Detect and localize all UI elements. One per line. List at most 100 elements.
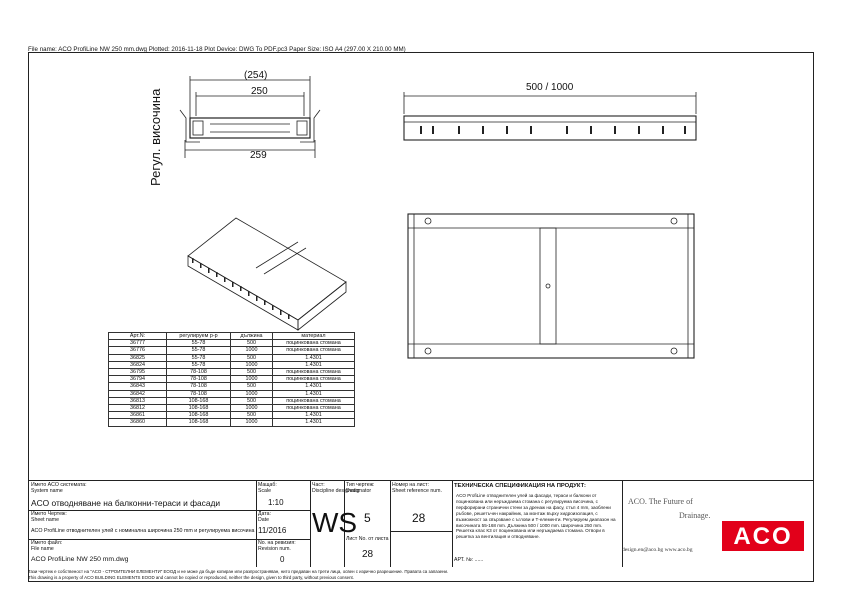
dimension-259: 259: [250, 150, 267, 161]
company-tagline-2: Drainage.: [679, 511, 711, 520]
column-header: дължина: [230, 331, 273, 341]
table-cell: 78-108: [166, 382, 231, 391]
aco-logo: ACO: [722, 521, 804, 551]
article-number-label: АРТ. №: ......: [454, 557, 484, 563]
column-header: регулируем р-р: [166, 331, 231, 341]
table-cell: 36795: [108, 368, 167, 377]
dimension-254: (254): [244, 70, 268, 81]
dimension-length: 500 / 1000: [526, 82, 574, 93]
revision-value: 0: [280, 555, 285, 564]
footer-bulgarian: Тази чертеж е собственост на "ACO - СТРО…: [28, 569, 449, 574]
table-cell: 55-78: [166, 339, 231, 348]
table-cell: 36843: [108, 382, 167, 391]
table-cell: 78-108: [166, 368, 231, 377]
sheet-ref-value: 28: [412, 511, 426, 525]
date-label: Дата: Date: [258, 511, 271, 523]
table-cell: 1.4301: [272, 418, 355, 427]
plan-view: [407, 213, 695, 359]
article-table: Арт.N: регулируем р-р дължина материал 3…: [108, 331, 355, 427]
title-block: Името ACO системата: System name ACO отв…: [28, 480, 814, 567]
table-header-row: Арт.N: регулируем р-р дължина материал: [108, 331, 355, 341]
table-cell: 36813: [108, 396, 167, 406]
sheet-name: ACO ProfiLine отводнителен улей с номина…: [31, 528, 255, 534]
dimension-250: 250: [251, 86, 268, 97]
table-cell: поцинкована стомана: [272, 375, 355, 384]
table-cell: 55-78: [166, 353, 231, 362]
table-cell: 1.4301: [272, 353, 355, 362]
table-cell: 108-168: [166, 418, 231, 427]
table-cell: 36812: [108, 404, 167, 413]
table-cell: поцинкована стомана: [272, 368, 355, 377]
table-cell: 500: [230, 353, 273, 362]
company-contacts: design.en@aco.bg www.aco.bg: [622, 547, 693, 553]
adjustable-height-label: Регул. височина: [148, 88, 163, 186]
system-name-label: Името ACO системата: System name: [31, 482, 87, 494]
system-name: ACO отводняване на балконни-тераси и фас…: [31, 498, 221, 508]
table-cell: 1000: [230, 375, 273, 384]
table-cell: 36860: [108, 418, 167, 427]
table-cell: 55-78: [166, 346, 231, 355]
table-cell: 1000: [230, 346, 273, 355]
revision-label: No. на ревизия: Revision num.: [258, 540, 296, 552]
table-cell: 108-168: [166, 396, 231, 406]
table-cell: 78-108: [166, 389, 231, 398]
table-cell: 1000: [230, 404, 273, 413]
table-cell: 500: [230, 339, 273, 348]
table-cell: 1.4301: [272, 360, 355, 370]
sheet-count-value: 28: [362, 549, 374, 560]
table-cell: 36776: [108, 346, 167, 355]
table-cell: 36861: [108, 411, 167, 420]
table-cell: 500: [230, 382, 273, 391]
table-cell: 500: [230, 368, 273, 377]
table-cell: 36842: [108, 389, 167, 398]
discipline-label: Част: Discipline designator: [312, 482, 360, 494]
sheet-count-label: Лист No. от листа: [346, 536, 389, 542]
table-cell: поцинкована стомана: [272, 339, 355, 348]
spec-text: ACO ProfiLine отводнителен улей за фасад…: [456, 493, 616, 540]
column-header: Арт.N:: [108, 331, 167, 341]
scale-value: 1:10: [268, 498, 284, 507]
footer-english: This drawing is a property of ACO BUILDI…: [28, 575, 354, 580]
table-cell: 36794: [108, 375, 167, 384]
table-cell: поцинкована стомана: [272, 396, 355, 406]
isometric-perforations: [192, 258, 290, 319]
table-cell: 36825: [108, 353, 167, 362]
table-cell: 1000: [230, 418, 273, 427]
table-cell: 500: [230, 396, 273, 406]
date-value: 11/2016: [258, 526, 287, 535]
table-cell: поцинкована стомана: [272, 346, 355, 355]
cross-section-view: [179, 76, 321, 158]
spec-title: ТЕХНИЧЕСКА СПЕЦИФИКАЦИЯ НА ПРОДУКТ:: [454, 483, 586, 489]
table-cell: 1.4301: [272, 411, 355, 420]
discipline-value: WS: [312, 507, 358, 538]
side-view: [403, 92, 697, 141]
side-view-slots: [420, 126, 686, 134]
table-cell: 78-108: [166, 375, 231, 384]
designator-label: Тип чертеж: Designator: [346, 482, 375, 494]
file-name-label: Името файл: File name: [31, 540, 63, 552]
column-header: материал: [272, 331, 355, 341]
table-cell: поцинкована стомана: [272, 404, 355, 413]
sheet-ref-label: Номер на лист: Sheet reference num.: [392, 482, 442, 494]
table-cell: 108-168: [166, 411, 231, 420]
table-cell: 55-78: [166, 360, 231, 370]
table-cell: 108-168: [166, 404, 231, 413]
file-name: ACO ProfiLine NW 250 mm.dwg: [31, 556, 129, 563]
scale-label: Мащаб: Scale: [258, 482, 277, 494]
plot-header: File name: ACO ProfiLine NW 250 mm.dwg P…: [28, 46, 406, 53]
table-cell: 500: [230, 411, 273, 420]
table-cell: 1.4301: [272, 389, 355, 398]
table-cell: 36777: [108, 339, 167, 348]
table-cell: 36824: [108, 360, 167, 370]
